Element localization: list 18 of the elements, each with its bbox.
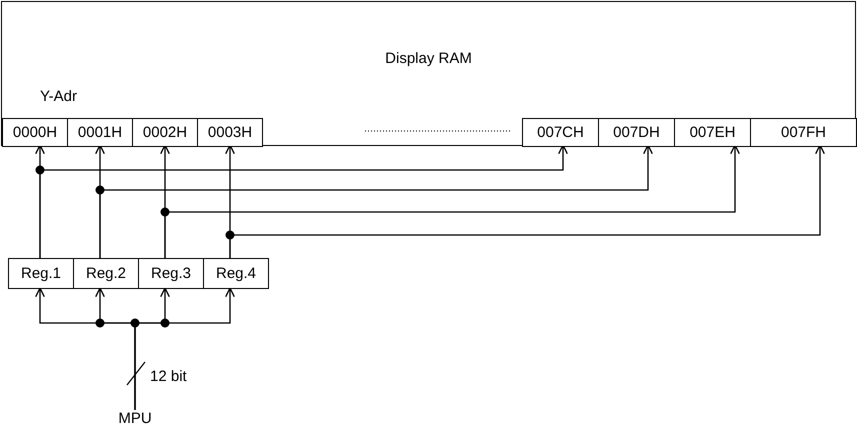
- address-cell: 007FH: [750, 118, 857, 147]
- address-cell: 007DH: [598, 118, 675, 147]
- register-box: Reg.1: [8, 258, 74, 289]
- address-cell: 007CH: [522, 118, 599, 147]
- address-cell: 0003H: [197, 118, 263, 147]
- register-box: Reg.4: [203, 258, 269, 289]
- register-box: Reg.2: [73, 258, 139, 289]
- memory-block: [1, 1, 856, 146]
- block-title: Display RAM: [384, 50, 473, 67]
- register-box: Reg.3: [138, 258, 204, 289]
- arrow: [134, 287, 236, 410]
- address-cell: 0001H: [67, 118, 133, 147]
- source-label: MPU: [115, 410, 155, 430]
- address-cell: 0000H: [2, 118, 68, 147]
- bus-width-label: 12 bit: [150, 368, 187, 385]
- address-cell: 0002H: [132, 118, 198, 147]
- address-cell: 007EH: [674, 118, 751, 147]
- row-caption: Y-Adr: [40, 88, 77, 105]
